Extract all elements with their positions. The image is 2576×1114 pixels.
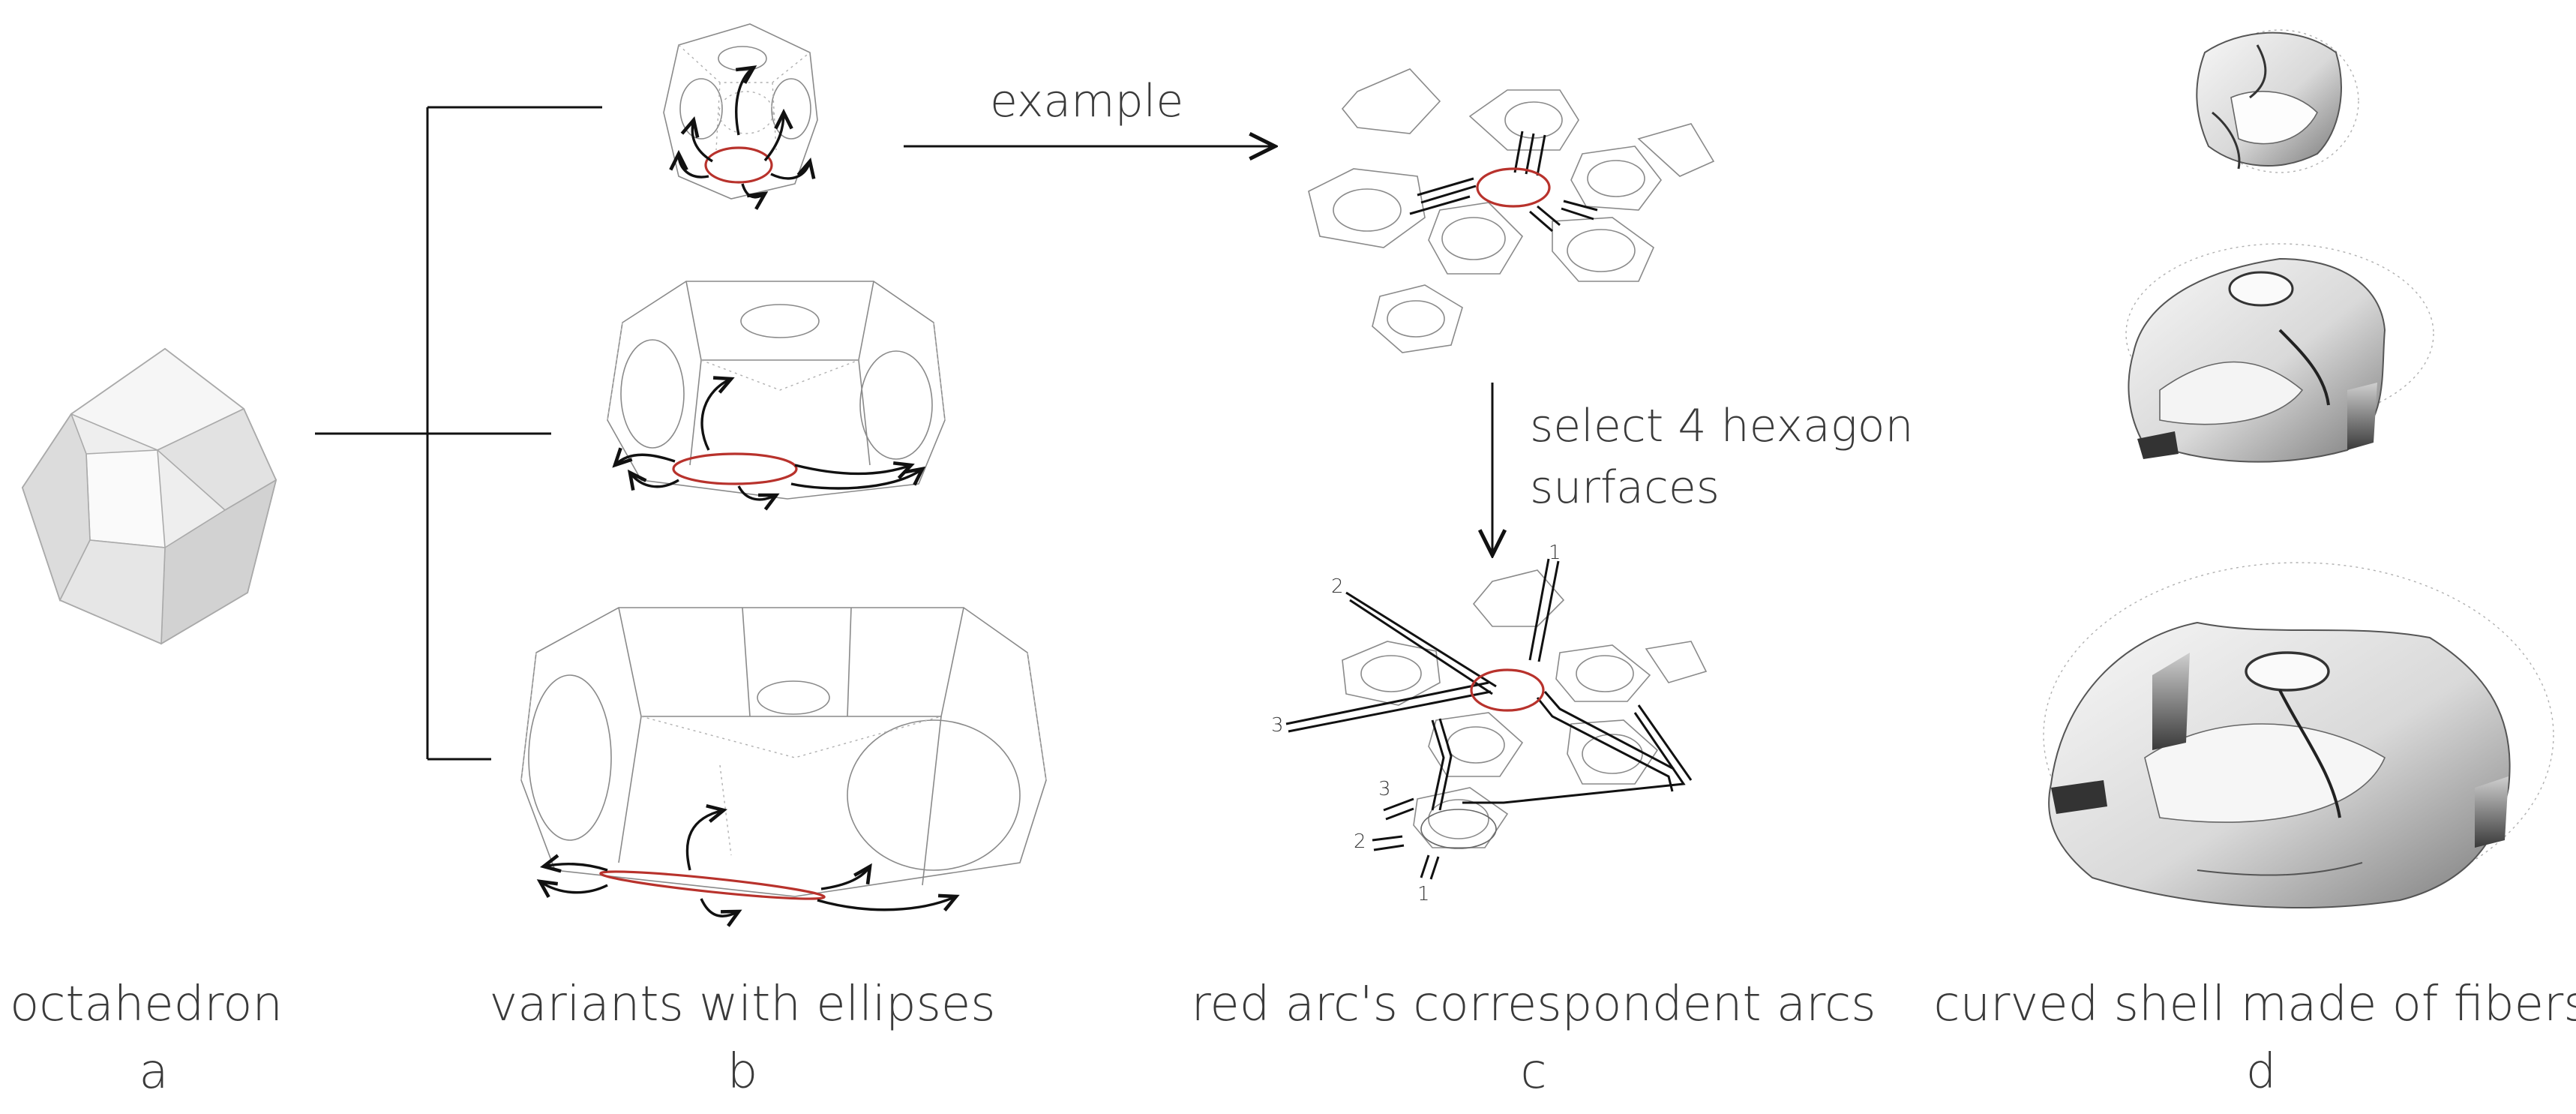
unfolded-net-top (1308, 68, 1715, 353)
arc-number-1-bottom: 1 (1417, 883, 1430, 905)
correspondent-arcs-diagram (1285, 558, 1708, 880)
b-bracket (426, 106, 602, 761)
arc-number-1-top: 1 (1549, 542, 1561, 564)
red-ellipse-large (599, 870, 826, 900)
fiber-shell-large (2043, 562, 2554, 908)
red-ellipse-small (704, 146, 773, 184)
red-ellipse-medium (672, 452, 798, 485)
label-c-letter: c (1520, 1044, 1546, 1100)
octahedron-solid (21, 347, 277, 645)
arc-number-3-top: 3 (1271, 714, 1284, 737)
arc-number-3-bottom: 3 (1378, 778, 1391, 800)
label-a-title: octahedron (10, 977, 283, 1032)
label-d-letter: d (2246, 1044, 2277, 1100)
label-b-letter: b (727, 1044, 758, 1100)
select-label-line1: select 4 hexagon (1530, 400, 1914, 452)
red-ellipse-net (1476, 167, 1551, 208)
red-ellipse-arcs (1470, 668, 1545, 712)
variant-large-wireframe (520, 607, 1047, 927)
white-ellipse-arcs (1420, 809, 1497, 849)
arc-number-2-top: 2 (1331, 575, 1344, 598)
variant-medium-wireframe (607, 281, 946, 511)
label-d-title: curved shell made of fibers (1933, 977, 2576, 1032)
label-b-title: variants with ellipses (489, 977, 995, 1032)
label-c-title: red arc's correspondent arcs (1191, 977, 1876, 1032)
label-a-letter: a (139, 1044, 168, 1100)
select-label-line2: surfaces (1530, 461, 1720, 514)
example-label: example (990, 75, 1183, 128)
arc-number-2-bottom: 2 (1354, 830, 1366, 853)
fiber-shell-medium (2125, 243, 2434, 463)
variant-small-wireframe (663, 23, 818, 210)
fiber-shell-small (2196, 29, 2359, 173)
